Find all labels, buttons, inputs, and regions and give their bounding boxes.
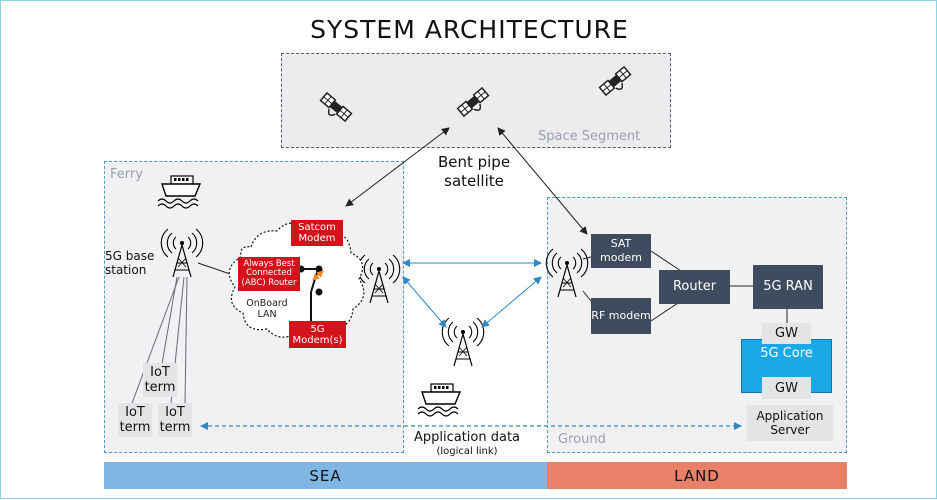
base-station-tower-icon — [160, 228, 204, 278]
onboard-5g-antenna-icon — [357, 254, 401, 304]
satellite-to-ground-link — [497, 127, 588, 235]
iot-terminal-left: IoT term — [118, 403, 152, 437]
iot-terminal-right: IoT term — [158, 403, 192, 437]
ship-to-relay-link — [402, 276, 447, 328]
ship-icon — [417, 383, 461, 417]
satellite-to-satcom-link — [345, 127, 450, 207]
sat-modem-box: SAT modem — [591, 234, 651, 268]
ground-label: Ground — [558, 432, 606, 447]
5g-ran-box: 5G RAN — [753, 265, 823, 309]
gw-bottom-box: GW — [762, 377, 811, 399]
iot-terminal-top: IoT term — [143, 363, 177, 397]
ferry-label: Ferry — [110, 167, 143, 182]
page-title: SYSTEM ARCHITECTURE — [310, 15, 629, 44]
base-station-label: 5G base station — [105, 249, 155, 277]
onboard-lan-label: OnBoard LAN — [246, 298, 288, 320]
gw-top-box: GW — [762, 323, 811, 344]
satcom-modem-box: Satcom Modem — [291, 220, 343, 246]
sea-band: SEA — [104, 462, 547, 489]
ground-antenna-icon — [545, 248, 589, 298]
application-server-box: Application Server — [747, 405, 833, 441]
bent-pipe-satellite-label: Bent pipe satellite — [437, 153, 511, 190]
satellite-icon — [598, 66, 635, 100]
bent-pipe-satellite-icon — [456, 87, 493, 121]
relay-tower-icon — [441, 317, 485, 367]
ferry-ship-icon — [157, 175, 201, 209]
logical-link-label: (logical link) — [436, 446, 498, 457]
5g-modem-box: 5G Modem(s) — [289, 321, 346, 348]
abc-router-box: Always Best Connected (ABC) Router — [238, 257, 300, 291]
router-box: Router — [659, 270, 730, 304]
satellite-icon — [316, 92, 353, 126]
rf-modem-box: RF modem — [591, 298, 651, 334]
relay-to-ground-link — [481, 276, 542, 328]
application-data-label: Application data — [413, 430, 521, 445]
5g-core-label: 5G Core — [760, 346, 813, 361]
land-band: LAND — [547, 462, 847, 489]
